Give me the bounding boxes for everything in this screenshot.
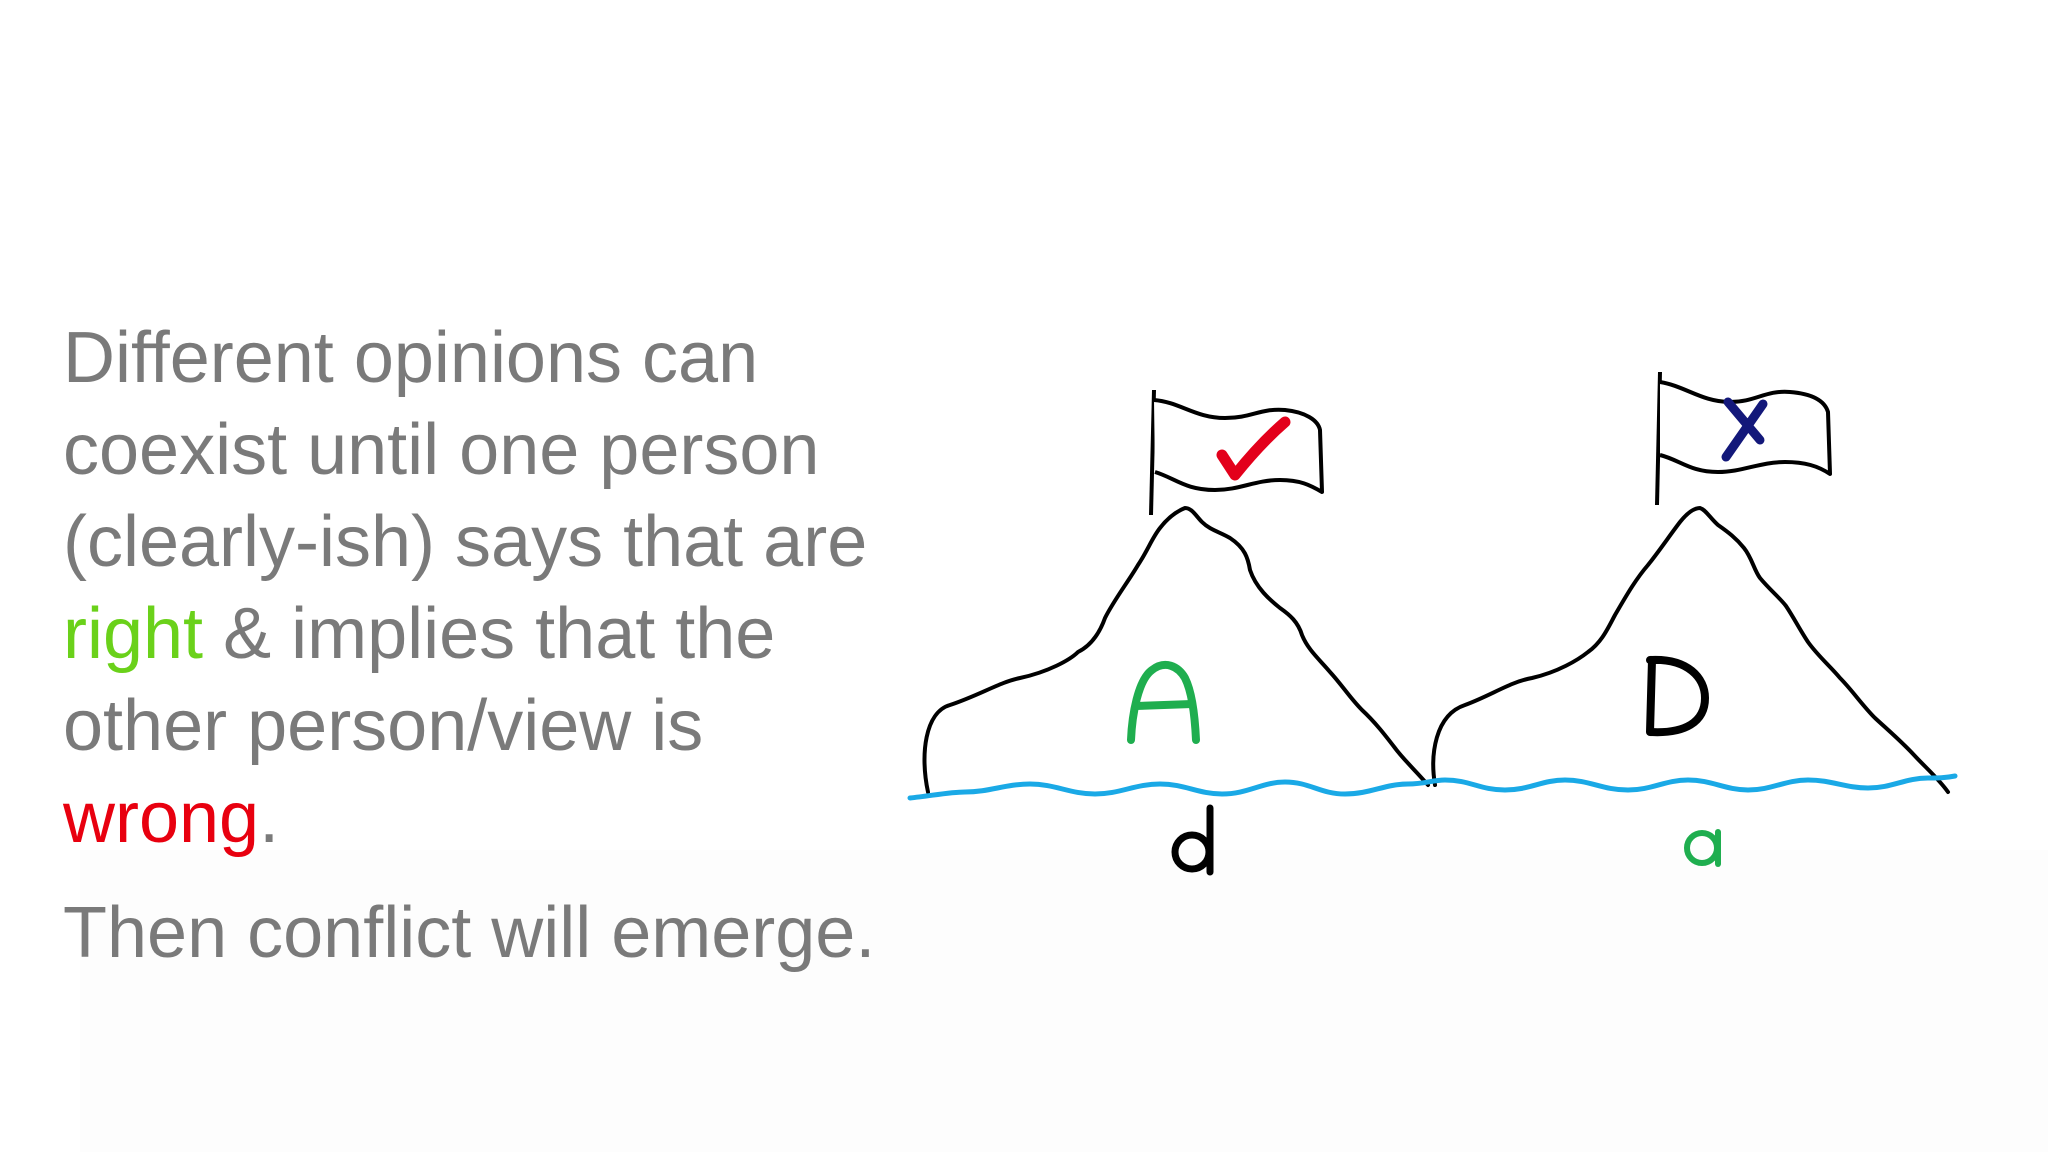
check-mark-icon <box>1216 416 1291 481</box>
line-1: Different opinions can <box>63 318 759 398</box>
right-flag <box>1655 371 1832 506</box>
right-word: right <box>63 594 204 674</box>
letter-d-icon <box>1646 655 1709 737</box>
line-5: other person/view is <box>63 686 704 766</box>
main-text: Different opinions can coexist until one… <box>63 312 963 979</box>
period: . <box>259 778 280 858</box>
paragraph-conflict: Then conflict will emerge. <box>63 893 876 973</box>
wrong-word: wrong <box>63 778 260 858</box>
line-4-rest: & implies that the <box>203 594 776 674</box>
line-2: coexist until one person <box>63 410 820 490</box>
background-panel <box>80 850 2048 1152</box>
left-mountain <box>922 506 1430 794</box>
letter-a-icon <box>1127 660 1200 744</box>
water-line <box>907 773 1958 801</box>
letter-a-lower-icon <box>1684 829 1721 867</box>
letter-d-lower-icon <box>1171 804 1214 876</box>
left-flag <box>1149 389 1324 516</box>
line-3: (clearly-ish) says that are <box>63 502 868 582</box>
paragraph-opinions: Different opinions can coexist until one… <box>63 312 963 864</box>
x-mark-icon <box>1721 397 1768 462</box>
right-mountain <box>1431 506 1950 794</box>
mountains-illustration <box>907 371 1958 876</box>
